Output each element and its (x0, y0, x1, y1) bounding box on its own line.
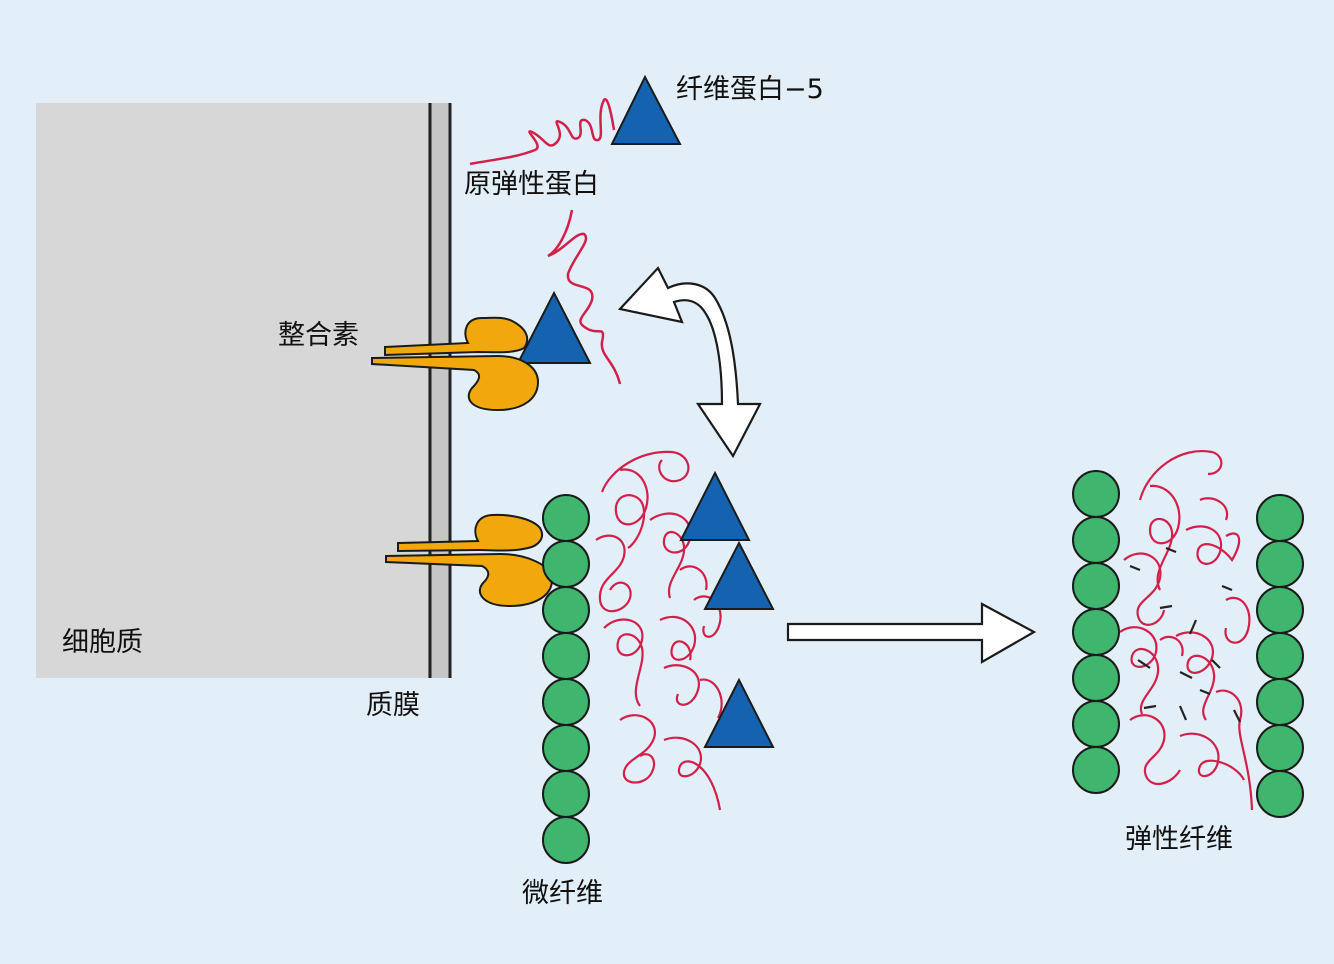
label-fibulin5: 纤维蛋白−5 (676, 74, 824, 105)
microfibril-bead (542, 586, 590, 634)
label-plasma-membrane: 质膜 (366, 690, 420, 721)
microfibril-bead (1256, 494, 1304, 542)
microfibril-bead (542, 724, 590, 772)
microfibril-bead (1256, 586, 1304, 634)
tropoelastin-tangle-left (595, 450, 723, 811)
microfibril-bead (1256, 632, 1304, 680)
microfibril-bead (1072, 746, 1120, 794)
microfibril-bead (1072, 516, 1120, 564)
fibulin5-triangle-integrin (516, 290, 592, 364)
microfibril-bead (542, 770, 590, 818)
elastic-fiber-left-microfibril (1072, 470, 1120, 794)
label-tropoelastin: 原弹性蛋白 (464, 169, 599, 200)
label-integrin: 整合素 (278, 320, 359, 351)
fibulin5-triangle-mf-3 (703, 677, 775, 748)
microfibril-bead (1256, 540, 1304, 588)
label-cytoplasm: 细胞质 (62, 627, 143, 658)
elastin-crosslinks (1129, 546, 1241, 723)
fibulin5-triangle-mf-1 (679, 470, 751, 541)
microfibril-bead (542, 494, 590, 542)
microfibril-bead (1256, 770, 1304, 818)
elastic-fiber-right-microfibril (1256, 494, 1304, 818)
microfibril-bead (1072, 470, 1120, 518)
tropoelastin-strand-free (469, 98, 616, 166)
plasma-membrane (428, 103, 452, 678)
fibulin5-triangle-top (610, 74, 682, 145)
assembly-arrow (786, 602, 1037, 664)
microfibril-bead (1072, 562, 1120, 610)
microfibril-bead (542, 816, 590, 864)
fibulin5-triangle-mf-2 (703, 540, 775, 610)
microfibril-bead-chain (542, 494, 590, 864)
label-elastic-fiber: 弹性纤维 (1125, 824, 1233, 855)
microfibril-bead (1072, 654, 1120, 702)
microfibril-bead (1072, 608, 1120, 656)
microfibril-bead (542, 678, 590, 726)
microfibril-bead (1072, 700, 1120, 748)
label-microfibril: 微纤维 (522, 878, 603, 909)
tropoelastin-tangle-elastic-fiber (1119, 449, 1254, 811)
cytoplasm-region (36, 103, 428, 678)
microfibril-bead (542, 540, 590, 588)
bidirectional-arrow (617, 266, 762, 459)
microfibril-bead (1256, 678, 1304, 726)
tropoelastin-strand-bound (547, 209, 622, 385)
integrin-receptor-lower (385, 513, 554, 608)
microfibril-bead (1256, 724, 1304, 772)
microfibril-bead (542, 632, 590, 680)
integrin-receptor-upper (371, 316, 540, 412)
